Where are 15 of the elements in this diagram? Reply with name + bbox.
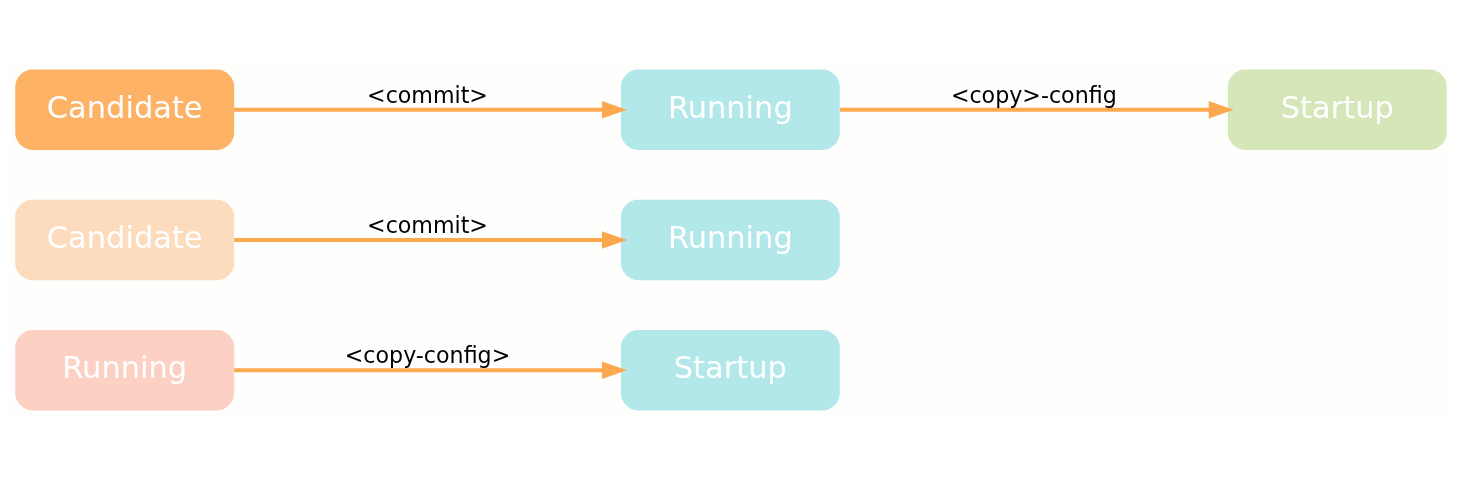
node-box: Running <box>620 199 840 281</box>
node-box: Running <box>15 330 235 411</box>
node-box: Candidate <box>15 199 235 281</box>
node-box: Startup <box>620 330 840 411</box>
edge-label: <copy>-config <box>950 81 1117 108</box>
arrow <box>234 231 627 249</box>
edge-label: <commit> <box>367 211 488 238</box>
node-box: Candidate <box>15 69 235 150</box>
node-box: Running <box>620 69 840 150</box>
arrow <box>234 361 627 380</box>
node-box: Startup <box>1227 69 1447 150</box>
edge-label: <copy-config> <box>344 342 511 369</box>
arrow <box>234 100 627 119</box>
edge-label: <commit> <box>367 81 488 108</box>
arrow <box>840 100 1234 119</box>
